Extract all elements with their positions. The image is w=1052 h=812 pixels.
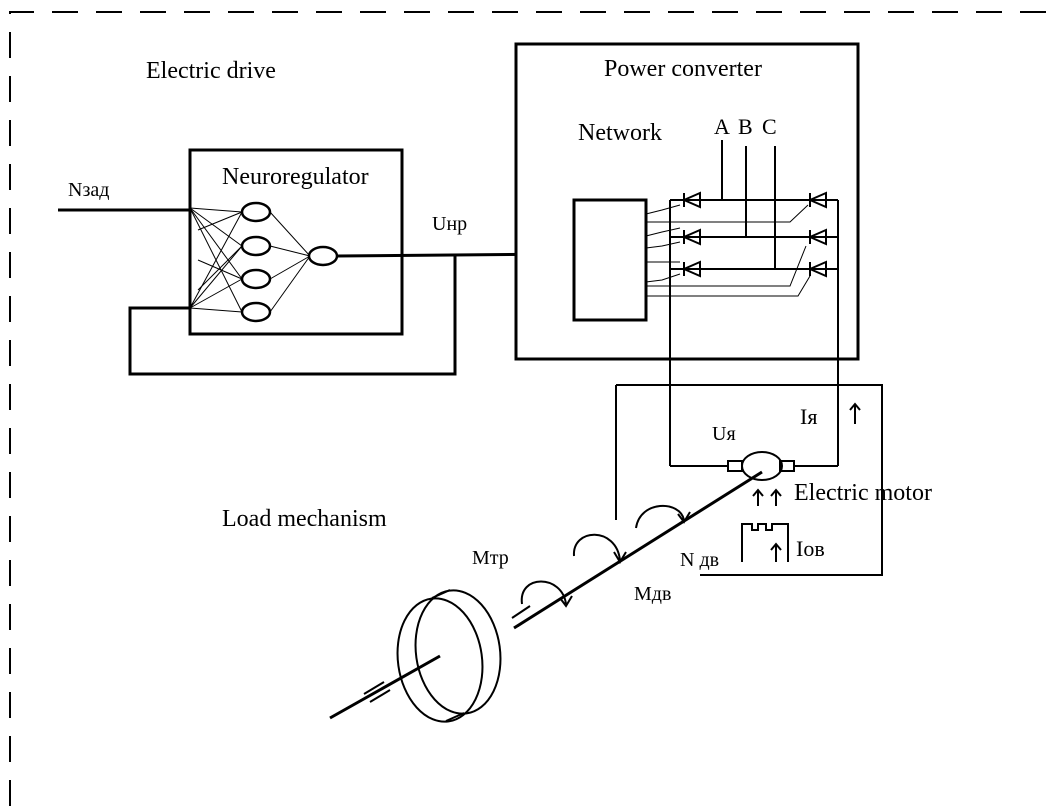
load-flywheel-front	[396, 597, 484, 723]
motor-speed-label: N дв	[680, 549, 719, 571]
phase-c-label: C	[762, 114, 777, 139]
load-flywheel-back	[414, 589, 502, 715]
neuron-hidden-2	[240, 235, 272, 257]
phase-b-label: B	[738, 114, 753, 139]
load-mechanism-label: Load mechanism	[222, 506, 387, 532]
feedback-loop	[128, 254, 457, 376]
neuron-hidden-4	[240, 301, 272, 323]
brush-left	[727, 460, 743, 472]
flux-arrow-1	[752, 488, 764, 506]
field-winding	[741, 523, 789, 562]
control-unit-box	[572, 198, 648, 322]
torque-arrow-friction	[520, 580, 573, 608]
armature-current-label: Iя	[800, 404, 817, 429]
network-label: Network	[578, 120, 662, 146]
system-boundary	[9, 11, 1046, 806]
neural-connections	[189, 207, 311, 313]
neuroregulator-label: Neuroregulator	[222, 164, 369, 190]
setpoint-label: Nзад	[68, 179, 109, 201]
armature-current-arrow	[849, 402, 861, 424]
flux-arrow-2	[770, 488, 782, 506]
field-current-arrow	[770, 542, 782, 562]
thyristor-bridge	[645, 191, 839, 466]
motor-frame	[616, 384, 883, 576]
load-flywheel-rim	[431, 589, 465, 722]
motor-armature	[741, 451, 783, 481]
neuron-hidden-1	[240, 201, 272, 223]
electric-drive-label: Electric drive	[146, 58, 276, 84]
torque-arrow-motor-1	[635, 505, 691, 529]
bearing-1	[511, 605, 537, 627]
brush-right	[779, 460, 795, 472]
motor-torque-label: Mдв	[634, 583, 671, 605]
phase-a-label: A	[714, 114, 730, 139]
friction-torque-label: Mтр	[472, 547, 509, 569]
control-voltage-label: Uнр	[432, 213, 467, 235]
neuron-hidden-3	[240, 268, 272, 290]
motor-shaft	[513, 470, 763, 630]
field-current-label: Iов	[796, 536, 825, 561]
load-shaft	[329, 654, 441, 720]
power-converter-label: Power converter	[604, 56, 762, 82]
neuron-output	[307, 245, 339, 267]
electric-motor-label: Electric motor	[794, 480, 932, 506]
bearing-2	[363, 681, 391, 703]
torque-arrow-motor-2	[572, 533, 627, 564]
armature-voltage-label: Uя	[712, 423, 736, 445]
